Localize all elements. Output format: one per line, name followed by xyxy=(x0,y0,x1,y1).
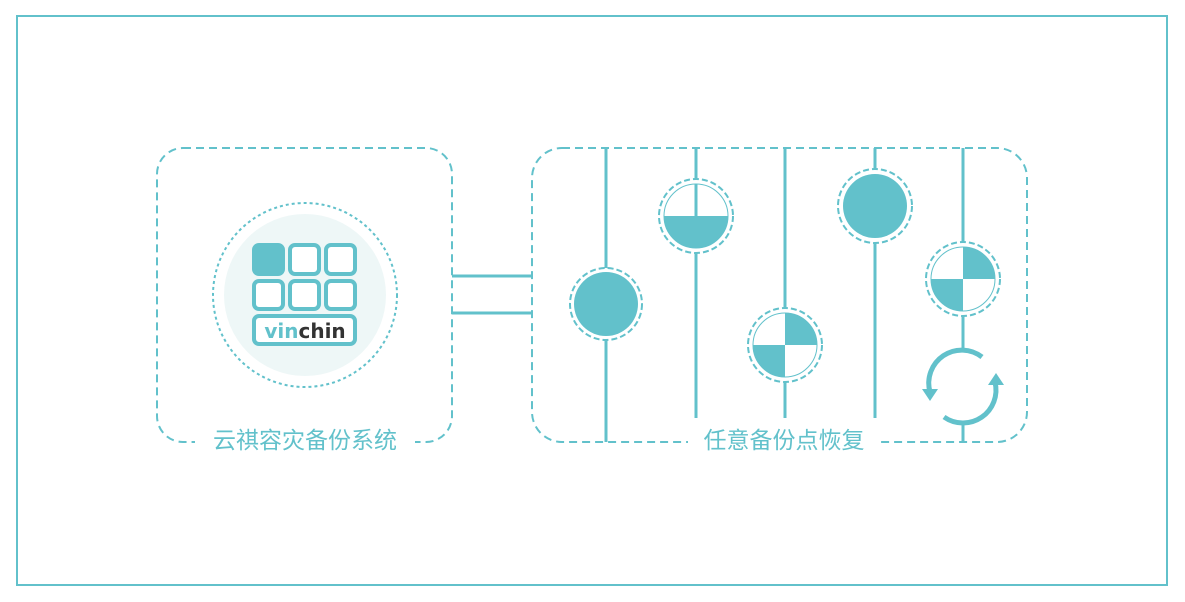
logo-text-vin: vin xyxy=(264,319,298,343)
refresh-icon xyxy=(922,347,1004,426)
svg-text:vinchin: vinchin xyxy=(264,319,345,343)
logo-text-chin: chin xyxy=(298,319,345,343)
backup-point-quarter-icon xyxy=(925,241,1001,317)
vinchin-logo xyxy=(252,243,357,346)
logo-ring xyxy=(212,202,398,388)
backup-point-full-icon xyxy=(569,267,643,341)
backup-point-quarter-icon xyxy=(747,307,823,383)
backup-point-half-icon xyxy=(658,178,734,254)
right-panel: 任意备份点恢复 xyxy=(531,147,1028,454)
left-panel-label: 云祺容灾备份系统 xyxy=(213,428,397,454)
outer-frame xyxy=(16,15,1168,586)
right-panel-label: 任意备份点恢复 xyxy=(704,428,865,454)
left-panel: 云祺容灾备份系统 vinchin xyxy=(156,147,453,454)
backup-point-full-icon xyxy=(837,168,913,244)
